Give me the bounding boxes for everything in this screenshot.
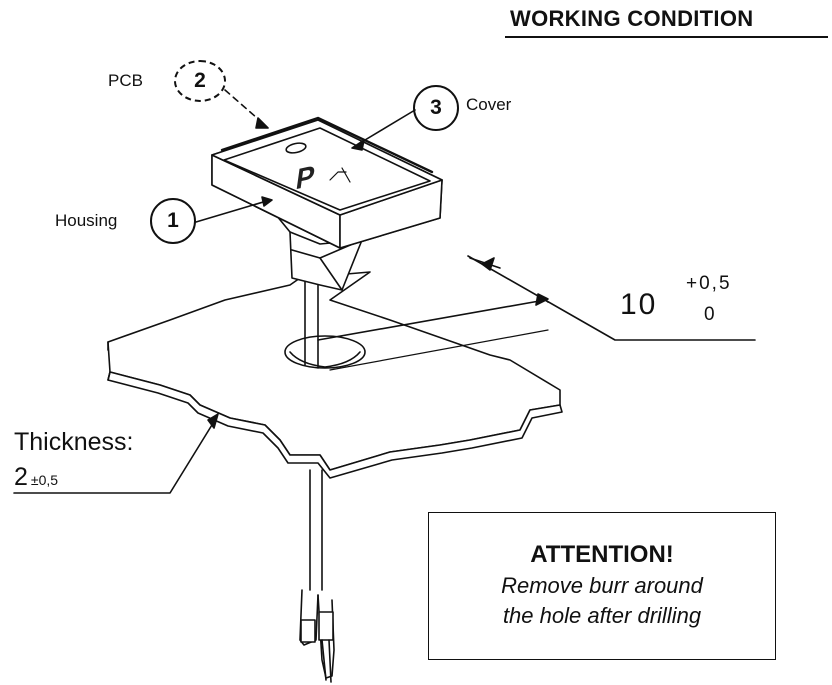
page-title: WORKING CONDITION [510,6,754,31]
callout-bubble-housing: 1 [150,198,196,244]
dimension-lines [317,255,756,371]
note-title: ATTENTION! [530,541,674,568]
note-text-line: the hole after drilling [502,603,702,628]
callout-number: 1 [167,209,179,232]
callout-number: 2 [194,69,206,92]
mounting-hole [284,335,366,369]
thickness-label: Thickness: [14,428,134,456]
thickness-value: 2±0,5 [14,465,58,490]
pcb-label: PCB [108,71,143,90]
attention-note: ATTENTION! Remove burr around the hole a… [428,512,776,660]
callout-bubble-pcb: 2 [174,60,226,102]
cable [299,269,335,683]
thickness-tolerance: ±0,5 [30,472,59,488]
hole-diameter-value: 10 [620,288,658,321]
leader-lines [13,89,416,494]
note-text-line: Remove burr around [501,573,703,598]
mounting-panel [107,271,563,479]
callout-number: 3 [430,96,442,119]
hole-lower-tolerance: 0 [704,304,715,325]
title-underline [505,36,828,38]
cover-label: Cover [466,95,512,114]
hole-upper-tolerance: +0,5 [686,273,732,294]
housing-label: Housing [55,211,118,230]
callout-bubble-cover: 3 [413,85,459,131]
thickness-nominal: 2 [14,463,28,491]
switch-cap [211,116,443,249]
